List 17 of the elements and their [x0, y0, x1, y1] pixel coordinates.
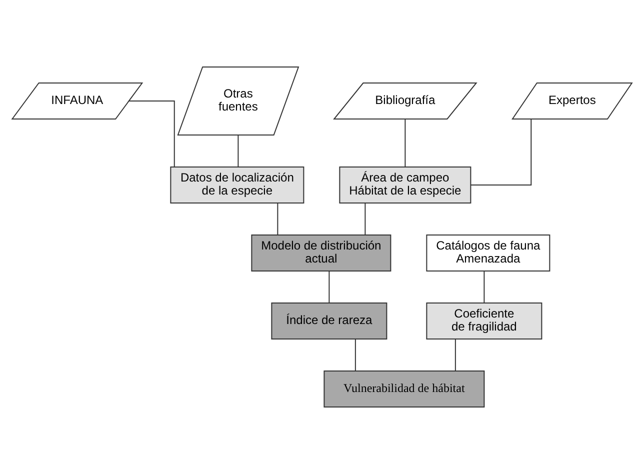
connector: [328, 270, 330, 303]
connector: [354, 338, 356, 371]
connector: [454, 338, 456, 371]
connector: [277, 202, 278, 235]
node-box: Modelo de distribución actual: [251, 234, 392, 271]
node-box: Área de campeo Hábitat de la especie: [339, 166, 472, 203]
connector: [238, 134, 239, 167]
connector: [364, 202, 366, 235]
node-box: Catálogos de fauna Amenazada: [426, 234, 550, 271]
connector: [128, 100, 175, 167]
node-box: Datos de localización de la especie: [170, 166, 304, 203]
node-box: Coeficiente de fragilidad: [426, 302, 542, 339]
connector: [470, 118, 532, 185]
connector: [404, 118, 406, 167]
connector: [484, 270, 485, 303]
node-box: Índice de rareza: [271, 302, 388, 339]
node-box: Vulnerabilidad de hábitat: [324, 370, 485, 407]
